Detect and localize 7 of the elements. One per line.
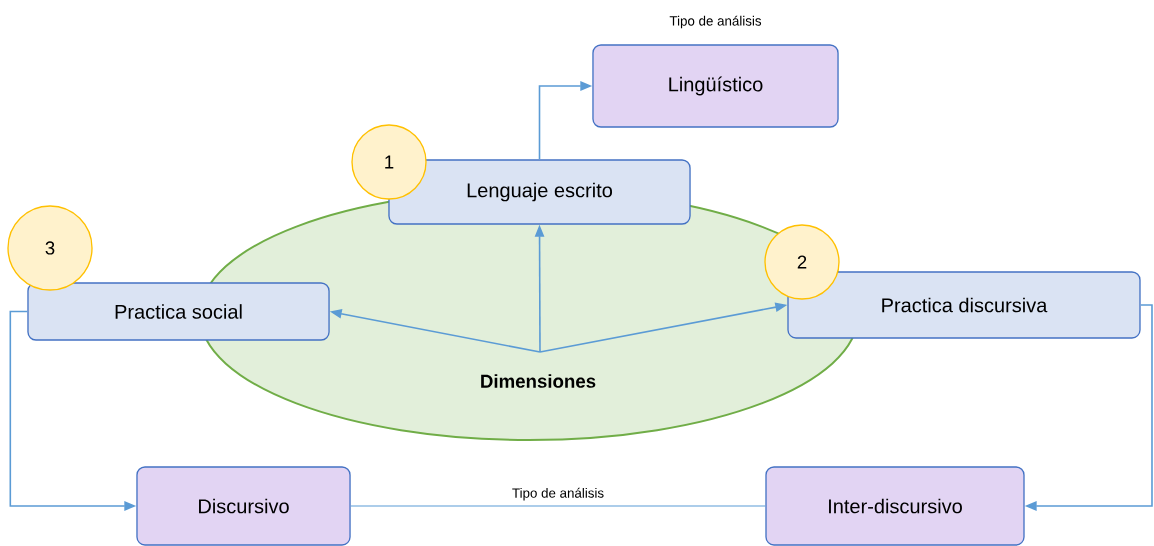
- analysis-box: Lingüístico: [592, 44, 839, 128]
- analysis-box: Discursivo: [136, 466, 351, 546]
- caption-text: Tipo de análisis: [669, 15, 762, 29]
- dimension-box: Practica social: [27, 282, 330, 341]
- analysis-box: Inter-discursivo: [765, 466, 1025, 546]
- edge-label: Tipo de análisis: [510, 486, 606, 502]
- dimension-box: Practica discursiva: [787, 271, 1141, 339]
